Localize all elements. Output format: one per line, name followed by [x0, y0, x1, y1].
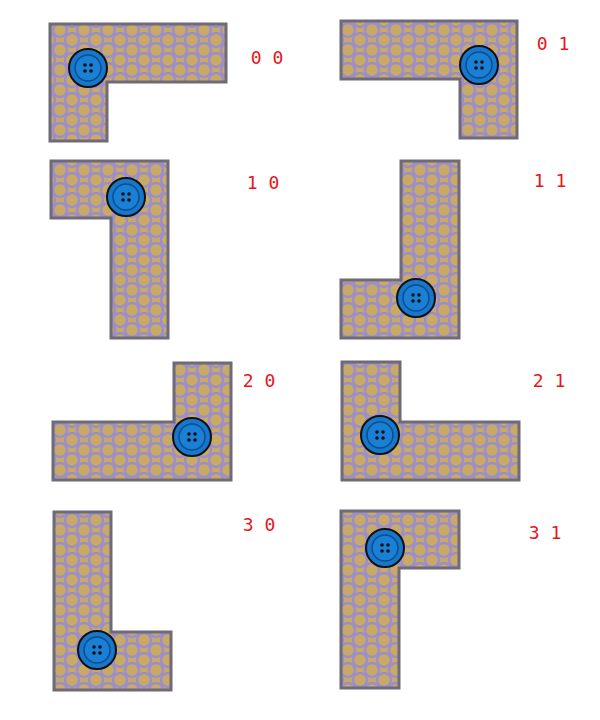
button-icon — [107, 178, 145, 216]
l-piece — [50, 24, 226, 141]
l-piece — [341, 511, 459, 688]
button-icon — [460, 46, 498, 84]
l-piece — [341, 161, 459, 338]
l-piece — [342, 362, 519, 480]
orientation-label: 2 1 — [533, 372, 566, 390]
button-icon — [78, 631, 116, 669]
button-icon — [361, 416, 399, 454]
orientation-label: 3 1 — [529, 524, 562, 542]
button-icon — [397, 279, 435, 317]
orientation-label: 1 0 — [247, 174, 280, 192]
orientation-label: 0 0 — [251, 49, 284, 67]
orientation-label: 2 0 — [243, 372, 276, 390]
button-icon — [173, 418, 211, 456]
l-piece — [53, 363, 231, 480]
button-icon — [366, 529, 404, 567]
orientation-label: 0 1 — [537, 35, 570, 53]
l-piece — [54, 512, 171, 690]
orientation-label: 3 0 — [243, 516, 276, 534]
orientation-label: 1 1 — [534, 172, 567, 190]
l-piece — [341, 21, 517, 138]
button-icon — [69, 49, 107, 87]
l-piece — [51, 161, 168, 338]
